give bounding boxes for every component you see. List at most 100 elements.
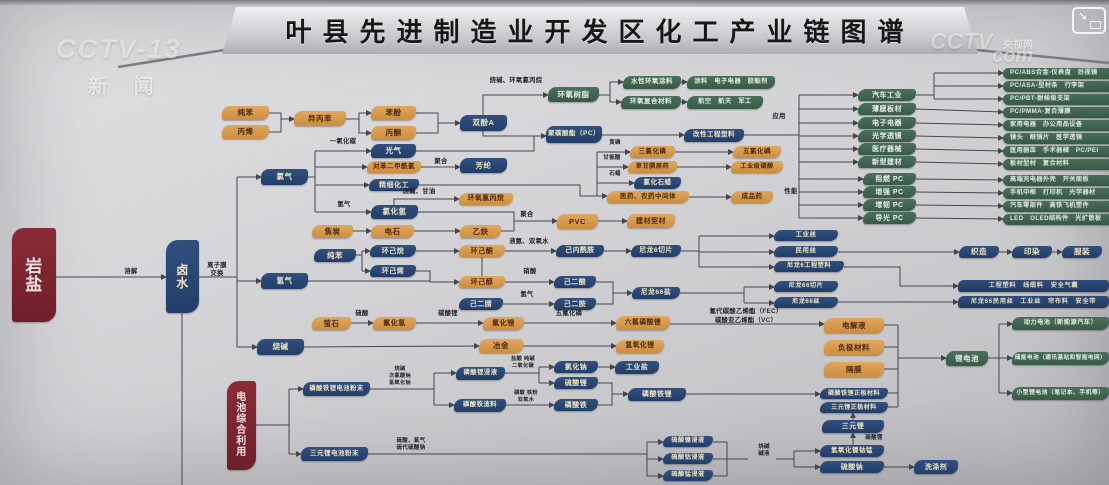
flow-node-toughened-pc: 增韧 PC xyxy=(863,199,916,211)
flow-edge xyxy=(501,218,558,232)
flow-node-coke: 焦炭 xyxy=(312,225,353,238)
flow-node-bar-pc-pbt: PC/PBT-耐候级支架 xyxy=(1003,94,1109,105)
flow-edge xyxy=(482,131,547,139)
flow-node-tpc: 对苯二甲酰氯 xyxy=(367,161,421,173)
flow-node-glyphosate: 草甘膦原药 xyxy=(628,161,677,173)
picture-in-picture-icon[interactable]: ↘ xyxy=(1072,7,1106,34)
edge-label: 硫酸、氧气 硫代硫酸钠 xyxy=(396,438,426,452)
flow-node-rock-salt: 岩盐 xyxy=(12,228,56,322)
flow-node-lfp-cathode: 磷酸铁锂正极材料 xyxy=(820,388,888,399)
flow-node-nylon66-salt: 尼龙66盐 xyxy=(632,287,680,299)
edge-label: 应用 xyxy=(772,113,786,120)
yangshiwang-watermark: 央视网 xyxy=(1003,40,1033,51)
flow-node-hcl: 氯化氢 xyxy=(371,205,418,219)
flow-node-li-battery: 锂电池 xyxy=(946,351,988,366)
flow-node-lipf6: 六氟磷酸锂 xyxy=(616,316,670,330)
flow-node-phosgene: 光气 xyxy=(371,144,416,158)
edge-label: 性能 xyxy=(784,188,798,195)
flow-node-fine-chemicals: 精细化工 xyxy=(369,179,419,191)
flow-node-civil-yarn: 民用丝 xyxy=(774,246,838,257)
flow-edge xyxy=(269,119,282,133)
edge-label: 五氟化磷 xyxy=(555,310,583,317)
flow-node-detergent: 洗涤剂 xyxy=(914,460,958,474)
flow-node-electrolyte: 电解液 xyxy=(824,318,884,333)
flow-node-nylon66-uses-bar: 尼龙66民用丝 工业丝 帘布料 安全带 xyxy=(958,296,1109,308)
flow-node-epichlorohydrin: 环氧氯丙烷 xyxy=(459,193,513,205)
flow-node-hydrogen: 氢气 xyxy=(261,273,308,289)
flow-node-medical-devices: 医疗器械 xyxy=(858,143,916,155)
flow-node-finished-drug: 成品药 xyxy=(731,191,773,203)
flow-node-bar-lenses: 镜头 眼镜片 医学透镜 xyxy=(1003,133,1109,144)
flow-node-pcl5: 五氯化磷 xyxy=(733,146,781,158)
flow-edge xyxy=(915,215,1004,222)
edge-label: 磷酸 铁粉 双氧水 xyxy=(514,390,538,403)
flow-node-bar-appliances: 家用电器 办公用品设备 xyxy=(1003,120,1109,131)
flow-node-caustic-soda: 烧碱 xyxy=(257,339,304,355)
edge-label: 聚合 xyxy=(520,211,534,218)
flow-node-ncm-cathode: 三元锂正极材料 xyxy=(820,402,888,413)
banner-left-frame-line xyxy=(117,48,225,69)
edge-label: 氢气 xyxy=(520,291,534,298)
flow-node-propylene: 丙烯 xyxy=(222,125,269,139)
banner-right-frame-line xyxy=(975,48,1109,65)
flow-node-li2so4: 硫酸锂 xyxy=(554,377,598,389)
flow-node-battery-recycling: 电池综合利用 xyxy=(227,381,256,470)
flow-node-fepo4: 磷酸铁 xyxy=(554,399,598,411)
flow-edge xyxy=(598,382,629,397)
title-banner: 叶县先进制造业开发区化工产业链图谱 xyxy=(222,7,978,54)
flow-edge xyxy=(416,136,535,152)
flow-node-nylon66-chip: 尼龙66切片 xyxy=(774,281,838,292)
flow-node-chlorine: 氯气 xyxy=(261,169,308,185)
flow-node-pvc: PVC xyxy=(557,214,598,229)
flow-edge xyxy=(596,281,633,296)
flow-node-adipic-acid: 己二酸 xyxy=(554,276,596,288)
com-watermark: com xyxy=(992,45,1034,67)
edge-label: 一氧化碳 xyxy=(329,138,357,145)
flow-node-na2so4: 硫酸钠 xyxy=(820,461,884,473)
flow-node-electronics: 电子电器 xyxy=(858,117,916,129)
flow-node-polycarbonate: 聚碳酸酯（PC） xyxy=(546,126,602,143)
flow-node-modified-plastics: 改性工程塑料 xyxy=(684,129,744,142)
page-title: 叶县先进制造业开发区化工产业链图谱 xyxy=(285,17,915,47)
edge-label: 氟代碳酸乙烯酯（FEC） xyxy=(709,308,783,315)
edge-label: 烧碱 次氯酸钠 氢氧化钠 xyxy=(389,366,411,386)
flow-edge xyxy=(358,119,372,136)
flow-node-dyeing: 印染 xyxy=(1012,246,1052,258)
flow-node-acetylene: 乙炔 xyxy=(460,225,501,238)
flow-node-bisphenol-a: 双酚A xyxy=(460,115,507,131)
flow-node-nylon66-yarn: 尼龙66丝 xyxy=(774,297,838,308)
cctv13-news-watermark: 新 闻 xyxy=(88,76,164,98)
flow-node-coating-uses: 涂料 电子电器 胶黏剂 xyxy=(687,76,775,89)
board-top-edge xyxy=(0,0,1109,6)
flow-edge xyxy=(915,176,1004,183)
edge-label: 烧碱、环氧氯丙烷 xyxy=(489,77,543,84)
flow-node-chlorinated-paraffin: 氯化石蜡 xyxy=(634,177,681,189)
flow-edge xyxy=(915,147,1004,154)
edge-label: 溶解 xyxy=(124,268,138,275)
flow-node-storage-battery: 储能电池（通讯基站和智能电网） xyxy=(1012,352,1109,365)
flow-node-auto-industry: 汽车工业 xyxy=(858,89,916,101)
flow-node-benzene: 纯苯 xyxy=(222,106,269,120)
flow-edge xyxy=(269,112,295,122)
edge-label: 离子膜 交换 xyxy=(207,262,227,278)
flow-node-lif: 氟化锂 xyxy=(483,317,524,330)
flow-edge xyxy=(416,112,461,126)
flow-edge xyxy=(915,134,1004,141)
flow-edge xyxy=(482,92,549,115)
flow-edge xyxy=(598,394,613,406)
flow-node-bar-pc-pmma: PC/PMMA-复合薄膜 xyxy=(1003,107,1109,118)
edge-label: 碳酸锂 xyxy=(865,435,883,441)
flow-node-benzene2: 纯苯 xyxy=(314,249,356,262)
flow-node-epoxy-resin: 环氧树脂 xyxy=(548,87,599,102)
flow-node-bar-auto-parts: 汽车零部件 高铁飞机塑件 xyxy=(1003,201,1109,212)
flow-node-aramid: 芳纶 xyxy=(460,158,507,173)
flow-node-bar-pc-abs: PC/ABS合金-仪表盘 后视镜 xyxy=(1003,68,1109,79)
flow-node-flame-retardant-pc: 阻燃 PC xyxy=(863,173,916,185)
edge-label: 石蜡 xyxy=(609,171,621,177)
flow-node-industrial-yarn: 工业丝 xyxy=(774,230,838,241)
flow-node-coso4-leach: 硫酸钴浸液 xyxy=(663,453,713,464)
flow-node-film-sheet: 薄膜板材 xyxy=(858,103,916,115)
flow-node-bar-led: LED OLED结构件 光扩散板 xyxy=(1003,214,1109,225)
flow-node-reinforced-pc: 增强 PC xyxy=(863,186,916,198)
